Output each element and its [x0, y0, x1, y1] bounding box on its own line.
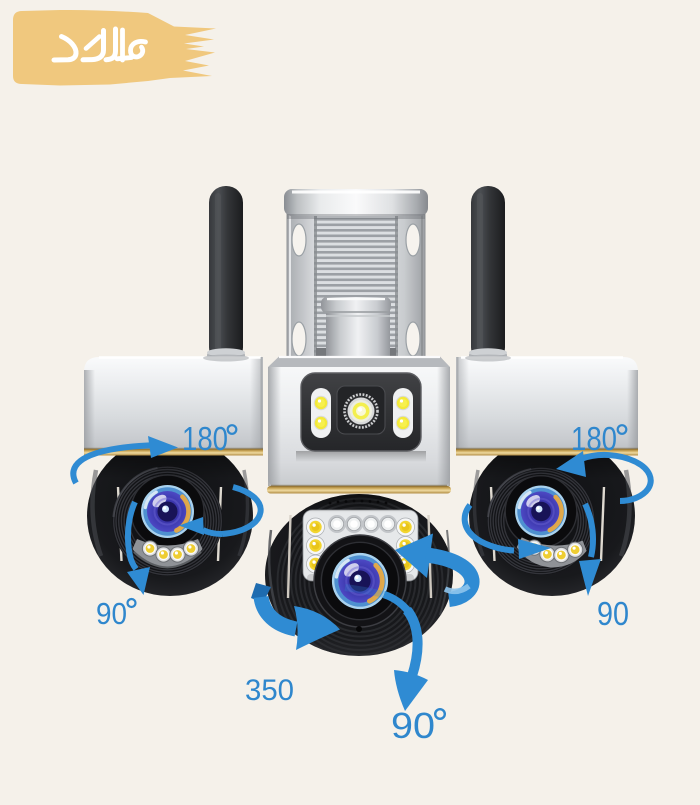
svg-text:90: 90 — [597, 595, 629, 632]
svg-text:90: 90 — [96, 596, 127, 631]
svg-text:90: 90 — [391, 705, 435, 746]
svg-text:180: 180 — [571, 420, 617, 457]
svg-text:350: 350 — [245, 674, 294, 707]
svg-text:180: 180 — [182, 420, 228, 457]
